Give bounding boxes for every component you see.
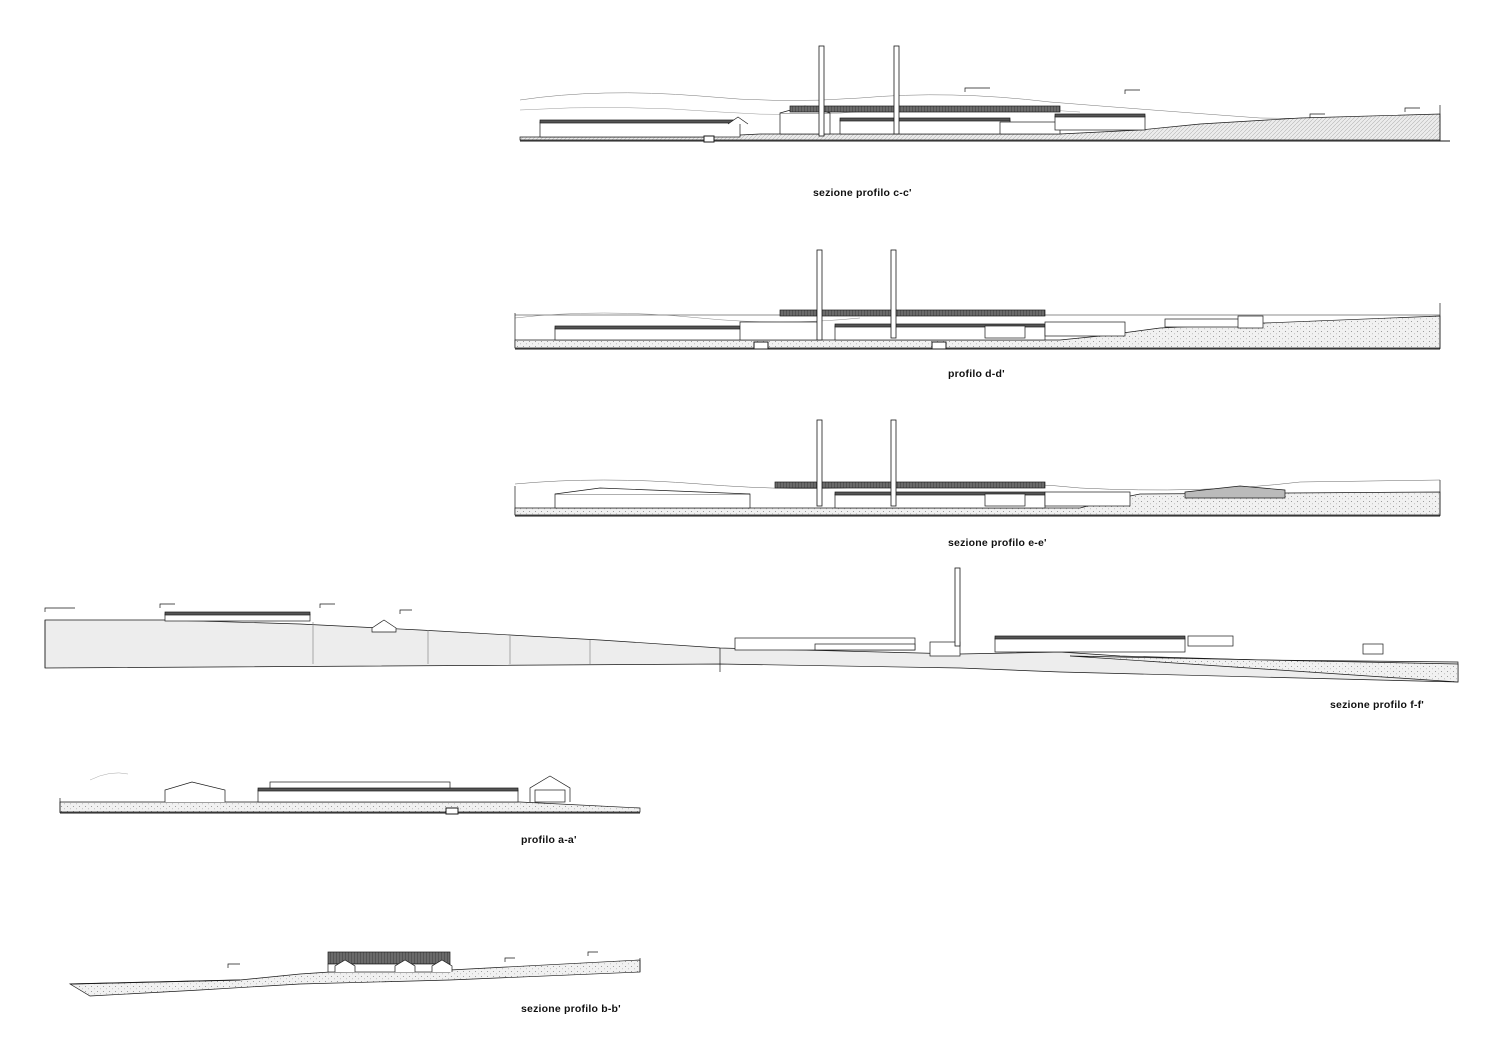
section-c-caption: sezione profilo c-c' — [813, 187, 912, 199]
section-b-drawing — [68, 951, 641, 997]
section-e-caption: sezione profilo e-e' — [948, 537, 1047, 549]
section-a-caption: profilo a-a' — [521, 834, 577, 846]
section-f-drawing — [44, 567, 1459, 683]
section-a-drawing — [59, 772, 641, 815]
section-d-drawing — [514, 249, 1441, 350]
section-d-caption: profilo d-d' — [948, 368, 1005, 380]
section-e-drawing — [514, 419, 1441, 517]
section-c-drawing — [519, 45, 1450, 143]
section-b-caption: sezione profilo b-b' — [521, 1003, 621, 1015]
section-f-caption: sezione profilo f-f' — [1330, 699, 1424, 711]
